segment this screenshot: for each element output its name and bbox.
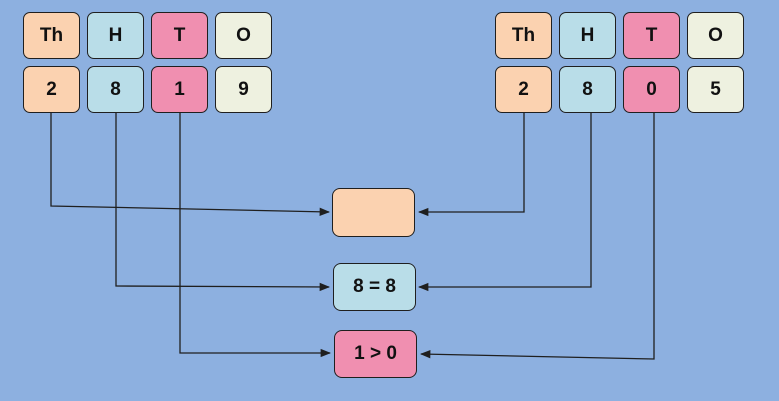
right-digit-ones: 5 [687,66,744,113]
left-digit-ones: 9 [215,66,272,113]
right-digit-tens: 0 [623,66,680,113]
comparison-hundreds: 8 = 8 [333,263,416,311]
left-digit-tens: 1 [151,66,208,113]
right-digit-thousands: 2 [495,66,552,113]
comparison-tens: 1 > 0 [334,330,417,378]
connector-right-thousands [417,113,525,217]
right-header-thousands: Th [495,12,552,59]
left-header-thousands: Th [23,12,80,59]
connector-left-tens [179,113,332,358]
comparison-thousands [332,188,415,237]
left-header-ones: O [215,12,272,59]
connector-right-tens [419,113,655,360]
right-header-hundreds: H [559,12,616,59]
right-header-tens: T [623,12,680,59]
connector-right-hundreds [417,113,592,292]
right-header-ones: O [687,12,744,59]
connector-left-hundreds [115,113,331,292]
right-digit-hundreds: 8 [559,66,616,113]
connector-left-thousands [50,113,331,216]
left-digit-hundreds: 8 [87,66,144,113]
left-header-tens: T [151,12,208,59]
left-header-hundreds: H [87,12,144,59]
left-digit-thousands: 2 [23,66,80,113]
